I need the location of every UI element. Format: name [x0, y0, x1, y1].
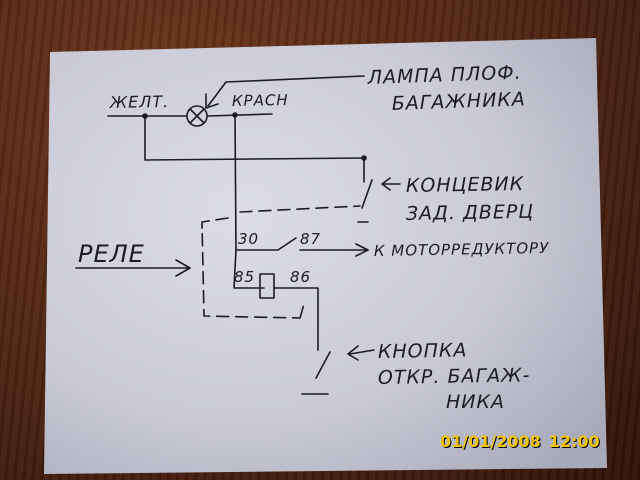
coil-wire-86 [273, 287, 319, 351]
button-contact [301, 351, 331, 395]
label-yellow-wire: ЖЕЛТ. [109, 92, 170, 112]
label-motor: К МОТОРРЕДУКТОРУ [374, 239, 550, 260]
label-relay: РЕЛЕ [78, 240, 145, 268]
label-lamp-line1: ЛАМПА ПЛОФ. [366, 62, 522, 89]
limit-switch-contact [357, 179, 373, 223]
button-arrow [347, 345, 375, 361]
lamp-arrow [205, 75, 365, 109]
label-red-wire: КРАСН [232, 91, 289, 110]
paper-sheet [44, 38, 607, 474]
relay-contact [235, 237, 319, 251]
red-drop-wire [233, 114, 265, 289]
label-pin-87: 87 [300, 230, 321, 248]
lamp-symbol [186, 105, 208, 127]
label-limit-line1: КОНЦЕВИК [406, 173, 525, 197]
yellow-drop-wire [144, 115, 365, 161]
label-button-line2: ОТКР. БАГАЖ- [378, 364, 531, 389]
camera-timestamp: 01/01/2008 12:00 [440, 432, 608, 451]
motor-wire [317, 243, 369, 257]
timestamp-time: 12:00 [548, 432, 600, 451]
label-limit-line2: ЗАД. ДВЕРЦ [406, 201, 535, 225]
label-button-line1: КНОПКА [378, 339, 468, 363]
label-button-line3: НИКА [446, 391, 505, 413]
label-pin-30: 30 [238, 230, 259, 248]
relay-coil [259, 273, 275, 299]
label-pin-86: 86 [290, 268, 311, 286]
label-lamp-line2: БАГАЖНИКА [391, 88, 526, 115]
limit-arrow [381, 177, 401, 191]
relay-dashed-box [201, 205, 361, 319]
label-pin-85: 85 [234, 268, 255, 286]
junction-limit [361, 155, 367, 161]
timestamp-date: 01/01/2008 [440, 432, 541, 451]
relay-arrow [75, 259, 191, 277]
